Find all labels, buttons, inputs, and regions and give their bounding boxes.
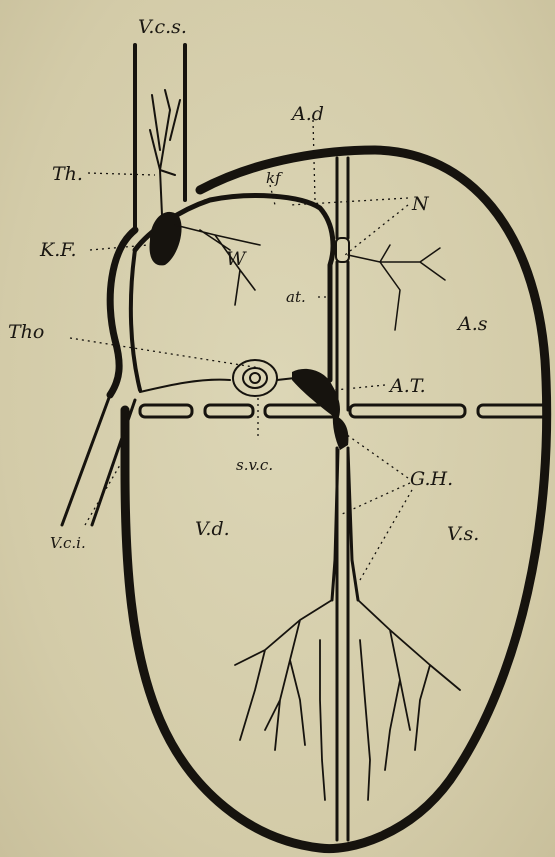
label-ad: A.d (290, 103, 324, 125)
label-gh: G.H. (410, 468, 453, 490)
label-vd: V.d. (195, 518, 230, 540)
leader-ad (313, 120, 315, 200)
label-at: at. (286, 288, 306, 306)
label-vcs: V.c.s. (138, 16, 187, 38)
leader-tho (70, 338, 260, 368)
label-kf: K.F. (39, 239, 77, 261)
av-plane (140, 405, 548, 417)
label-kf-small: kf (266, 169, 283, 187)
nerve-th (150, 90, 180, 215)
label-at-big: A.T. (388, 375, 426, 397)
right-atrium-lower-wall (131, 250, 140, 390)
label-as: A.s (456, 313, 488, 335)
label-n: N (411, 193, 430, 215)
label-vci: V.c.i. (50, 534, 86, 552)
leader-th (88, 173, 155, 175)
leader-gh3 (360, 490, 412, 580)
coronary-sinus-inner (250, 373, 260, 383)
septum-gap (336, 238, 349, 262)
nerve-n (348, 245, 445, 330)
leader-at-big (335, 385, 385, 390)
inferior-vena-cava (62, 395, 110, 525)
bundle-his (333, 415, 349, 450)
label-tho: Tho (8, 321, 44, 343)
label-th: Th. (52, 163, 83, 185)
label-w: W (226, 248, 247, 270)
label-svc: s.v.c. (236, 456, 273, 474)
label-vs: V.s. (447, 523, 479, 545)
coronary-sinus-mid (243, 368, 267, 388)
ganglion-kf (150, 212, 182, 266)
purkinje-right (235, 600, 332, 800)
av-node (292, 369, 340, 420)
nerve-w (175, 200, 260, 305)
leader-n2 (345, 205, 408, 255)
coronary-sinus-outer (233, 360, 277, 396)
purkinje-left (358, 600, 460, 800)
